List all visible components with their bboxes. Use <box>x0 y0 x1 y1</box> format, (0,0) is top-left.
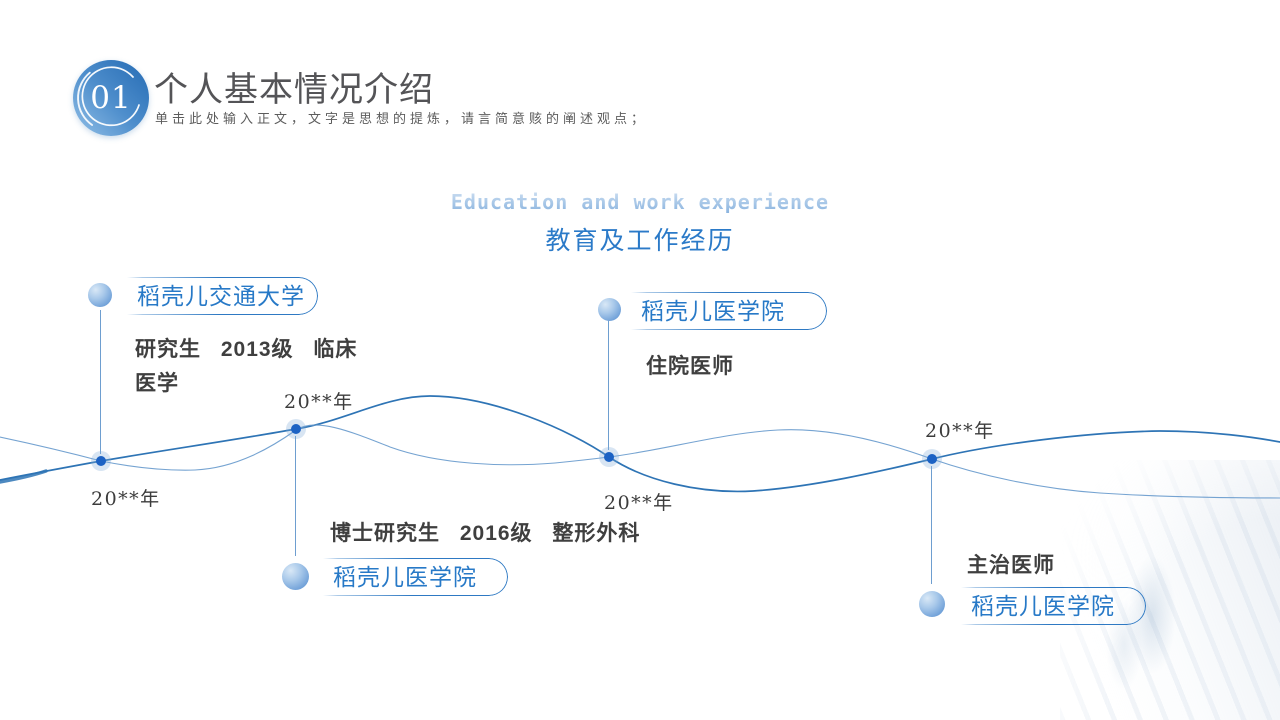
item2-year-label: 20**年 <box>604 492 674 514</box>
item2-school-label: 稻壳儿医学院 <box>641 298 785 324</box>
section-number: 01 <box>90 80 132 116</box>
item4-detail-text: 主治医师 <box>967 554 1055 577</box>
timeline-node-dot-3 <box>599 447 619 467</box>
item4-marker-sphere <box>919 591 945 617</box>
item4-year-label: 20**年 <box>925 420 995 442</box>
section-heading-cn: 教育及工作经历 <box>545 226 735 255</box>
item1-school-tag: 稻壳儿交通大学 <box>127 277 318 315</box>
item3-school-tag: 稻壳儿医学院 <box>323 558 508 596</box>
timeline-node-dot-2 <box>286 419 306 439</box>
item1-year-label: 20**年 <box>91 488 161 510</box>
item1-detail-text: 研究生 2013级 临床医学 <box>135 338 358 395</box>
item3-school-label: 稻壳儿医学院 <box>333 564 477 590</box>
badge-ring-decoration <box>77 66 140 127</box>
item3-year-label: 20**年 <box>284 391 354 413</box>
item1-school-label: 稻壳儿交通大学 <box>137 283 305 309</box>
wave-start-segment <box>0 469 48 484</box>
item4-school-tag: 稻壳儿医学院 <box>961 587 1146 625</box>
timeline-node-dot-4 <box>922 449 942 469</box>
section-number-badge: 01 <box>73 60 149 136</box>
page-title: 个人基本情况介绍 <box>154 70 434 110</box>
item2-detail-text: 住院医师 <box>646 355 734 378</box>
item4-school-label: 稻壳儿医学院 <box>971 593 1115 619</box>
item1-marker-sphere <box>88 283 112 307</box>
timeline-node-dot-1 <box>91 451 111 471</box>
item2-marker-sphere <box>598 298 621 321</box>
section-heading-en: Education and work experience <box>0 190 1280 214</box>
item3-marker-sphere <box>282 563 309 590</box>
page-subtitle: 单击此处输入正文，文字是思想的提炼，请言简意赅的阐述观点； <box>155 111 649 126</box>
item3-detail-text: 博士研究生 2016级 整形外科 <box>330 522 641 545</box>
item2-school-tag: 稻壳儿医学院 <box>631 292 827 330</box>
